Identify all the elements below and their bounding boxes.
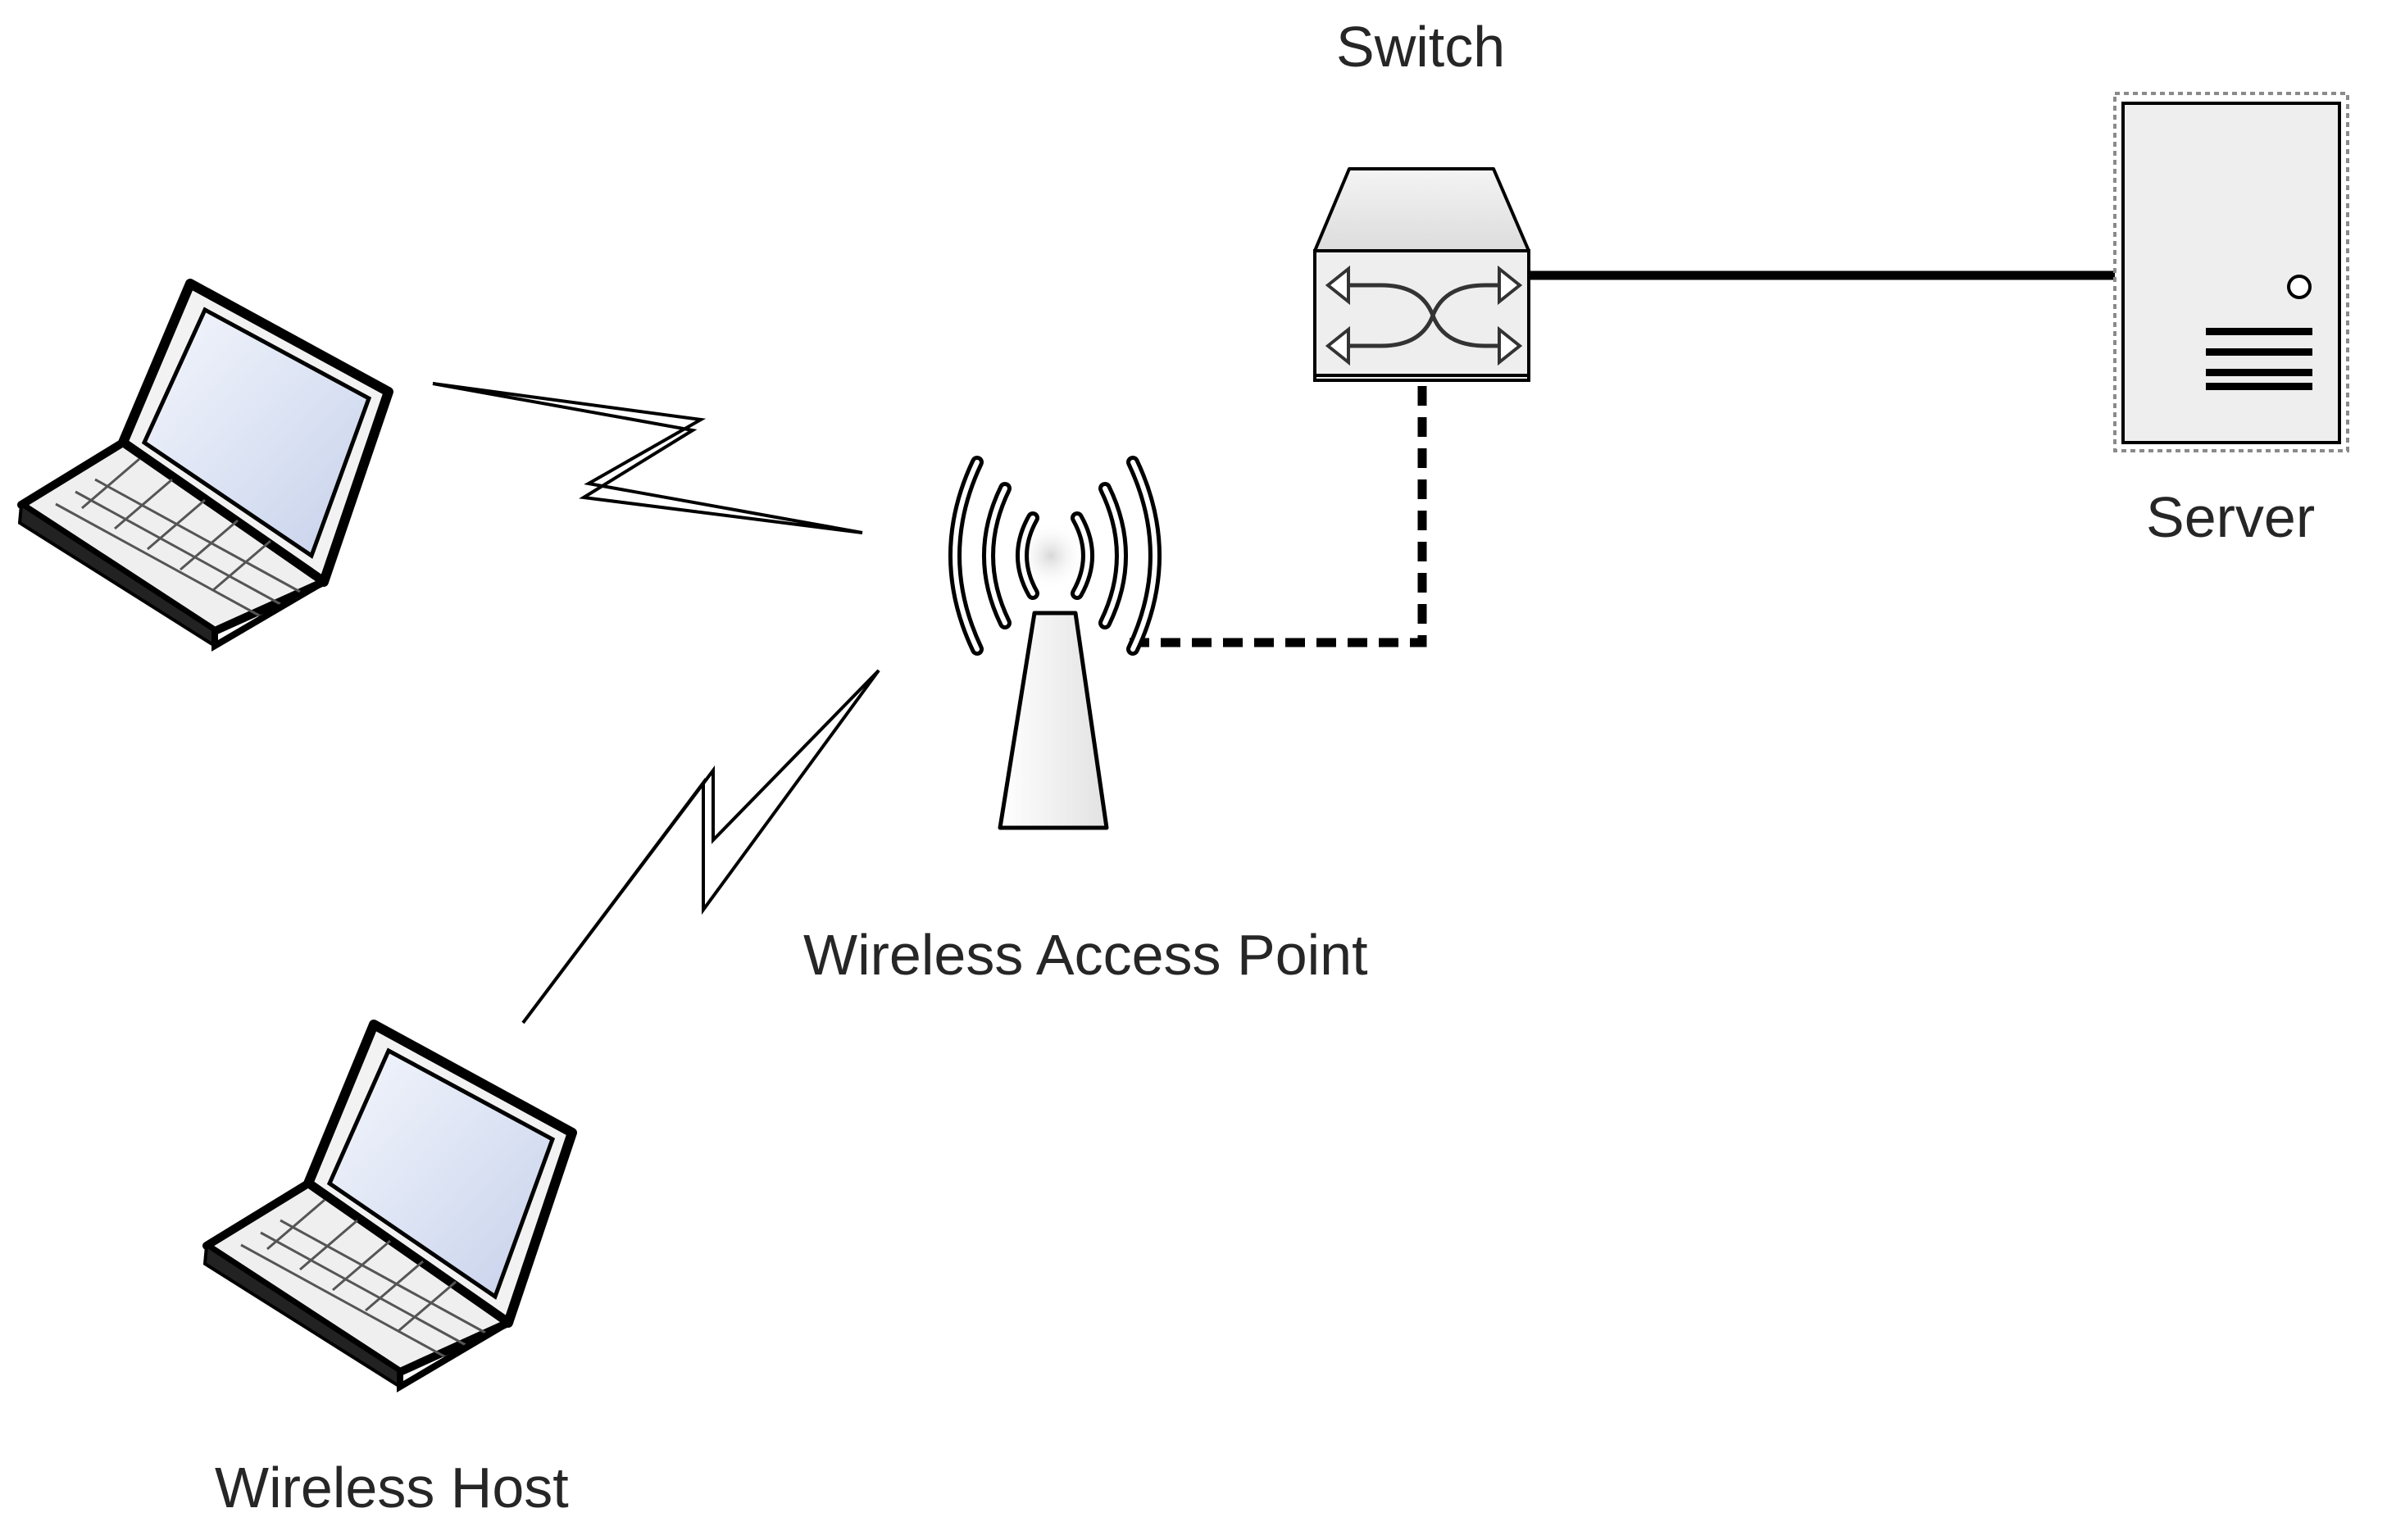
switch-icon xyxy=(1313,167,1530,382)
access-point-label: Wireless Access Point xyxy=(803,923,1368,987)
wireless-link-laptop-1 xyxy=(432,382,863,534)
antenna-tower-icon xyxy=(948,456,1162,830)
wireless-link-laptop-2 xyxy=(521,669,880,1024)
server-tower-icon xyxy=(2113,92,2349,452)
switch-label: Switch xyxy=(1336,15,1506,79)
laptop-icon xyxy=(202,1020,577,1393)
laptop-icon xyxy=(17,279,393,652)
server-label: Server xyxy=(2146,485,2316,549)
ap-switch-link xyxy=(1130,361,1427,647)
wireless-host-label: Wireless Host xyxy=(215,1456,569,1520)
